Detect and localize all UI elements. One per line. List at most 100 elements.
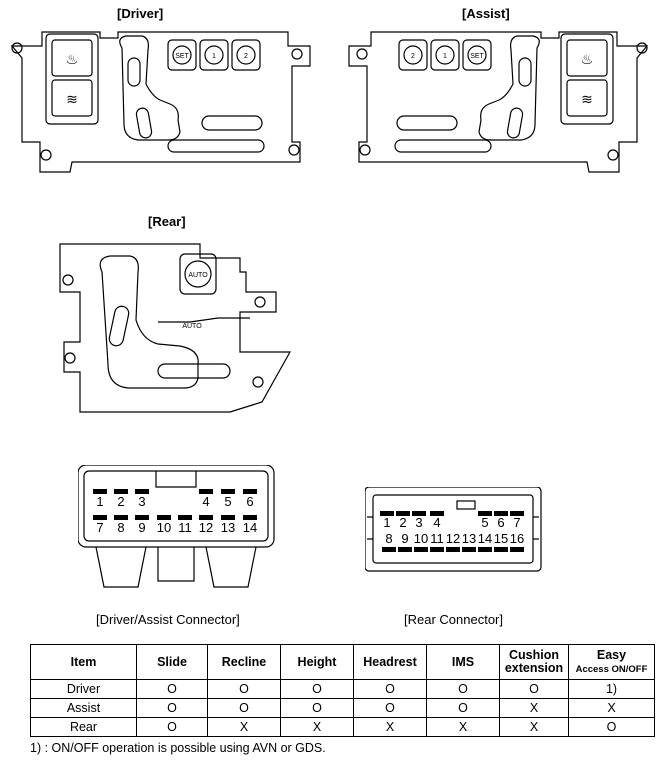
connector-pin-label: 6 — [246, 494, 253, 509]
seat-vent-icon: ≋ — [66, 91, 78, 107]
connector-pin — [478, 547, 492, 552]
driver-memory1-label: 1 — [212, 53, 216, 60]
connector-pin — [478, 511, 492, 516]
connector-pin-label: 8 — [117, 520, 124, 535]
connector-pin-label: 9 — [138, 520, 145, 535]
table-cell: O — [568, 717, 655, 737]
connector-pin — [93, 489, 107, 494]
header-recline: Recline — [207, 644, 281, 680]
table-cell: 1) — [568, 679, 655, 699]
connector-pin-label: 4 — [433, 515, 440, 530]
driver-title: [Driver] — [117, 6, 164, 21]
connector-pin — [380, 511, 394, 516]
connector-pin-label: 15 — [494, 531, 508, 546]
table-cell: O — [353, 679, 427, 699]
connector-pin — [178, 515, 192, 520]
connector-pin — [157, 515, 171, 520]
table-cell: O — [136, 717, 208, 737]
driver-switch-drawing: SET 1 2 ♨ ≋ — [10, 31, 311, 173]
connector-pin — [430, 511, 444, 516]
connector-pin-label: 12 — [446, 531, 460, 546]
connector-pin-label: 4 — [202, 494, 209, 509]
connector-pin — [199, 515, 213, 520]
table-cell: O — [426, 698, 500, 718]
rear-switch-drawing: AUTO AUTO — [59, 243, 292, 413]
connector-pin-label: 2 — [399, 515, 406, 530]
header-cushion-line2: extension — [504, 661, 564, 675]
connector-pin-label: 3 — [138, 494, 145, 509]
connector-pin — [510, 547, 524, 552]
connector-pin — [93, 515, 107, 520]
table-row: Assist O O O O O X X — [30, 698, 655, 718]
table-header-row: Item Slide Recline Height Headrest IMS C… — [30, 644, 655, 680]
connector-pin — [414, 547, 428, 552]
table-cell: Rear — [30, 717, 137, 737]
rear-title: [Rear] — [148, 214, 186, 229]
table-footnote: 1) : ON/OFF operation is possible using … — [30, 741, 326, 755]
header-easy-access: Easy Access ON/OFF — [568, 644, 655, 680]
table-cell: X — [568, 698, 655, 718]
table-cell: O — [207, 679, 281, 699]
driver-assist-connector-caption: [Driver/Assist Connector] — [96, 612, 240, 627]
header-ims: IMS — [426, 644, 500, 680]
driver-memory2-label: 2 — [244, 53, 248, 60]
connector-pin-label: 14 — [478, 531, 492, 546]
table-cell: Assist — [30, 698, 137, 718]
connector-pin-label: 5 — [224, 494, 231, 509]
connector-pin-label: 16 — [510, 531, 524, 546]
table-cell: X — [499, 698, 569, 718]
connector-pin — [221, 515, 235, 520]
connector-pin — [199, 489, 213, 494]
table-cell: O — [136, 698, 208, 718]
assist-switch-drawing: 2 1 SET ♨ ≋ — [348, 31, 649, 173]
rear-auto-button-label: AUTO — [188, 272, 208, 279]
table-cell: O — [280, 698, 354, 718]
connector-pin — [114, 489, 128, 494]
header-easy: Easy — [596, 647, 627, 662]
header-item: Item — [30, 644, 137, 680]
header-slide: Slide — [136, 644, 208, 680]
connector-pin-label: 6 — [497, 515, 504, 530]
connector-pin — [446, 547, 460, 552]
assist-title: [Assist] — [462, 6, 510, 21]
connector-pin-label: 8 — [385, 531, 392, 546]
connector-pin — [494, 547, 508, 552]
table-cell: O — [353, 698, 427, 718]
table-row: Driver O O O O O O 1) — [30, 679, 655, 699]
connector-pin — [382, 547, 396, 552]
assist-memory1-label: 1 — [443, 53, 447, 60]
table-cell: X — [426, 717, 500, 737]
assist-set-label: SET — [470, 53, 484, 60]
connector-pin — [114, 515, 128, 520]
connector-pin-label: 12 — [199, 520, 213, 535]
connector-pin-label: 1 — [383, 515, 390, 530]
connector-pin-label: 7 — [96, 520, 103, 535]
seat-heater-icon: ♨ — [66, 51, 79, 67]
connector-pin-label: 2 — [117, 494, 124, 509]
table-cell: X — [280, 717, 354, 737]
connector-pin-label: 7 — [513, 515, 520, 530]
table-cell: Driver — [30, 679, 137, 699]
table-cell: X — [499, 717, 569, 737]
connector-pin — [135, 489, 149, 494]
header-height: Height — [280, 644, 354, 680]
connector-pin-label: 13 — [462, 531, 476, 546]
table-row: Rear O X X X X X O — [30, 717, 655, 737]
header-cushion-extension: Cushion extension — [499, 644, 569, 680]
connector-pin-label: 10 — [414, 531, 428, 546]
connector-pin-label: 10 — [157, 520, 171, 535]
table-cell: X — [207, 717, 281, 737]
header-headrest: Headrest — [353, 644, 427, 680]
table-cell: X — [353, 717, 427, 737]
assist-seat-heater-icon: ♨ — [581, 51, 594, 67]
connector-pin — [510, 511, 524, 516]
connector-pin-label: 9 — [401, 531, 408, 546]
connector-pin — [243, 489, 257, 494]
connector-pin — [398, 547, 412, 552]
table-cell: O — [426, 679, 500, 699]
